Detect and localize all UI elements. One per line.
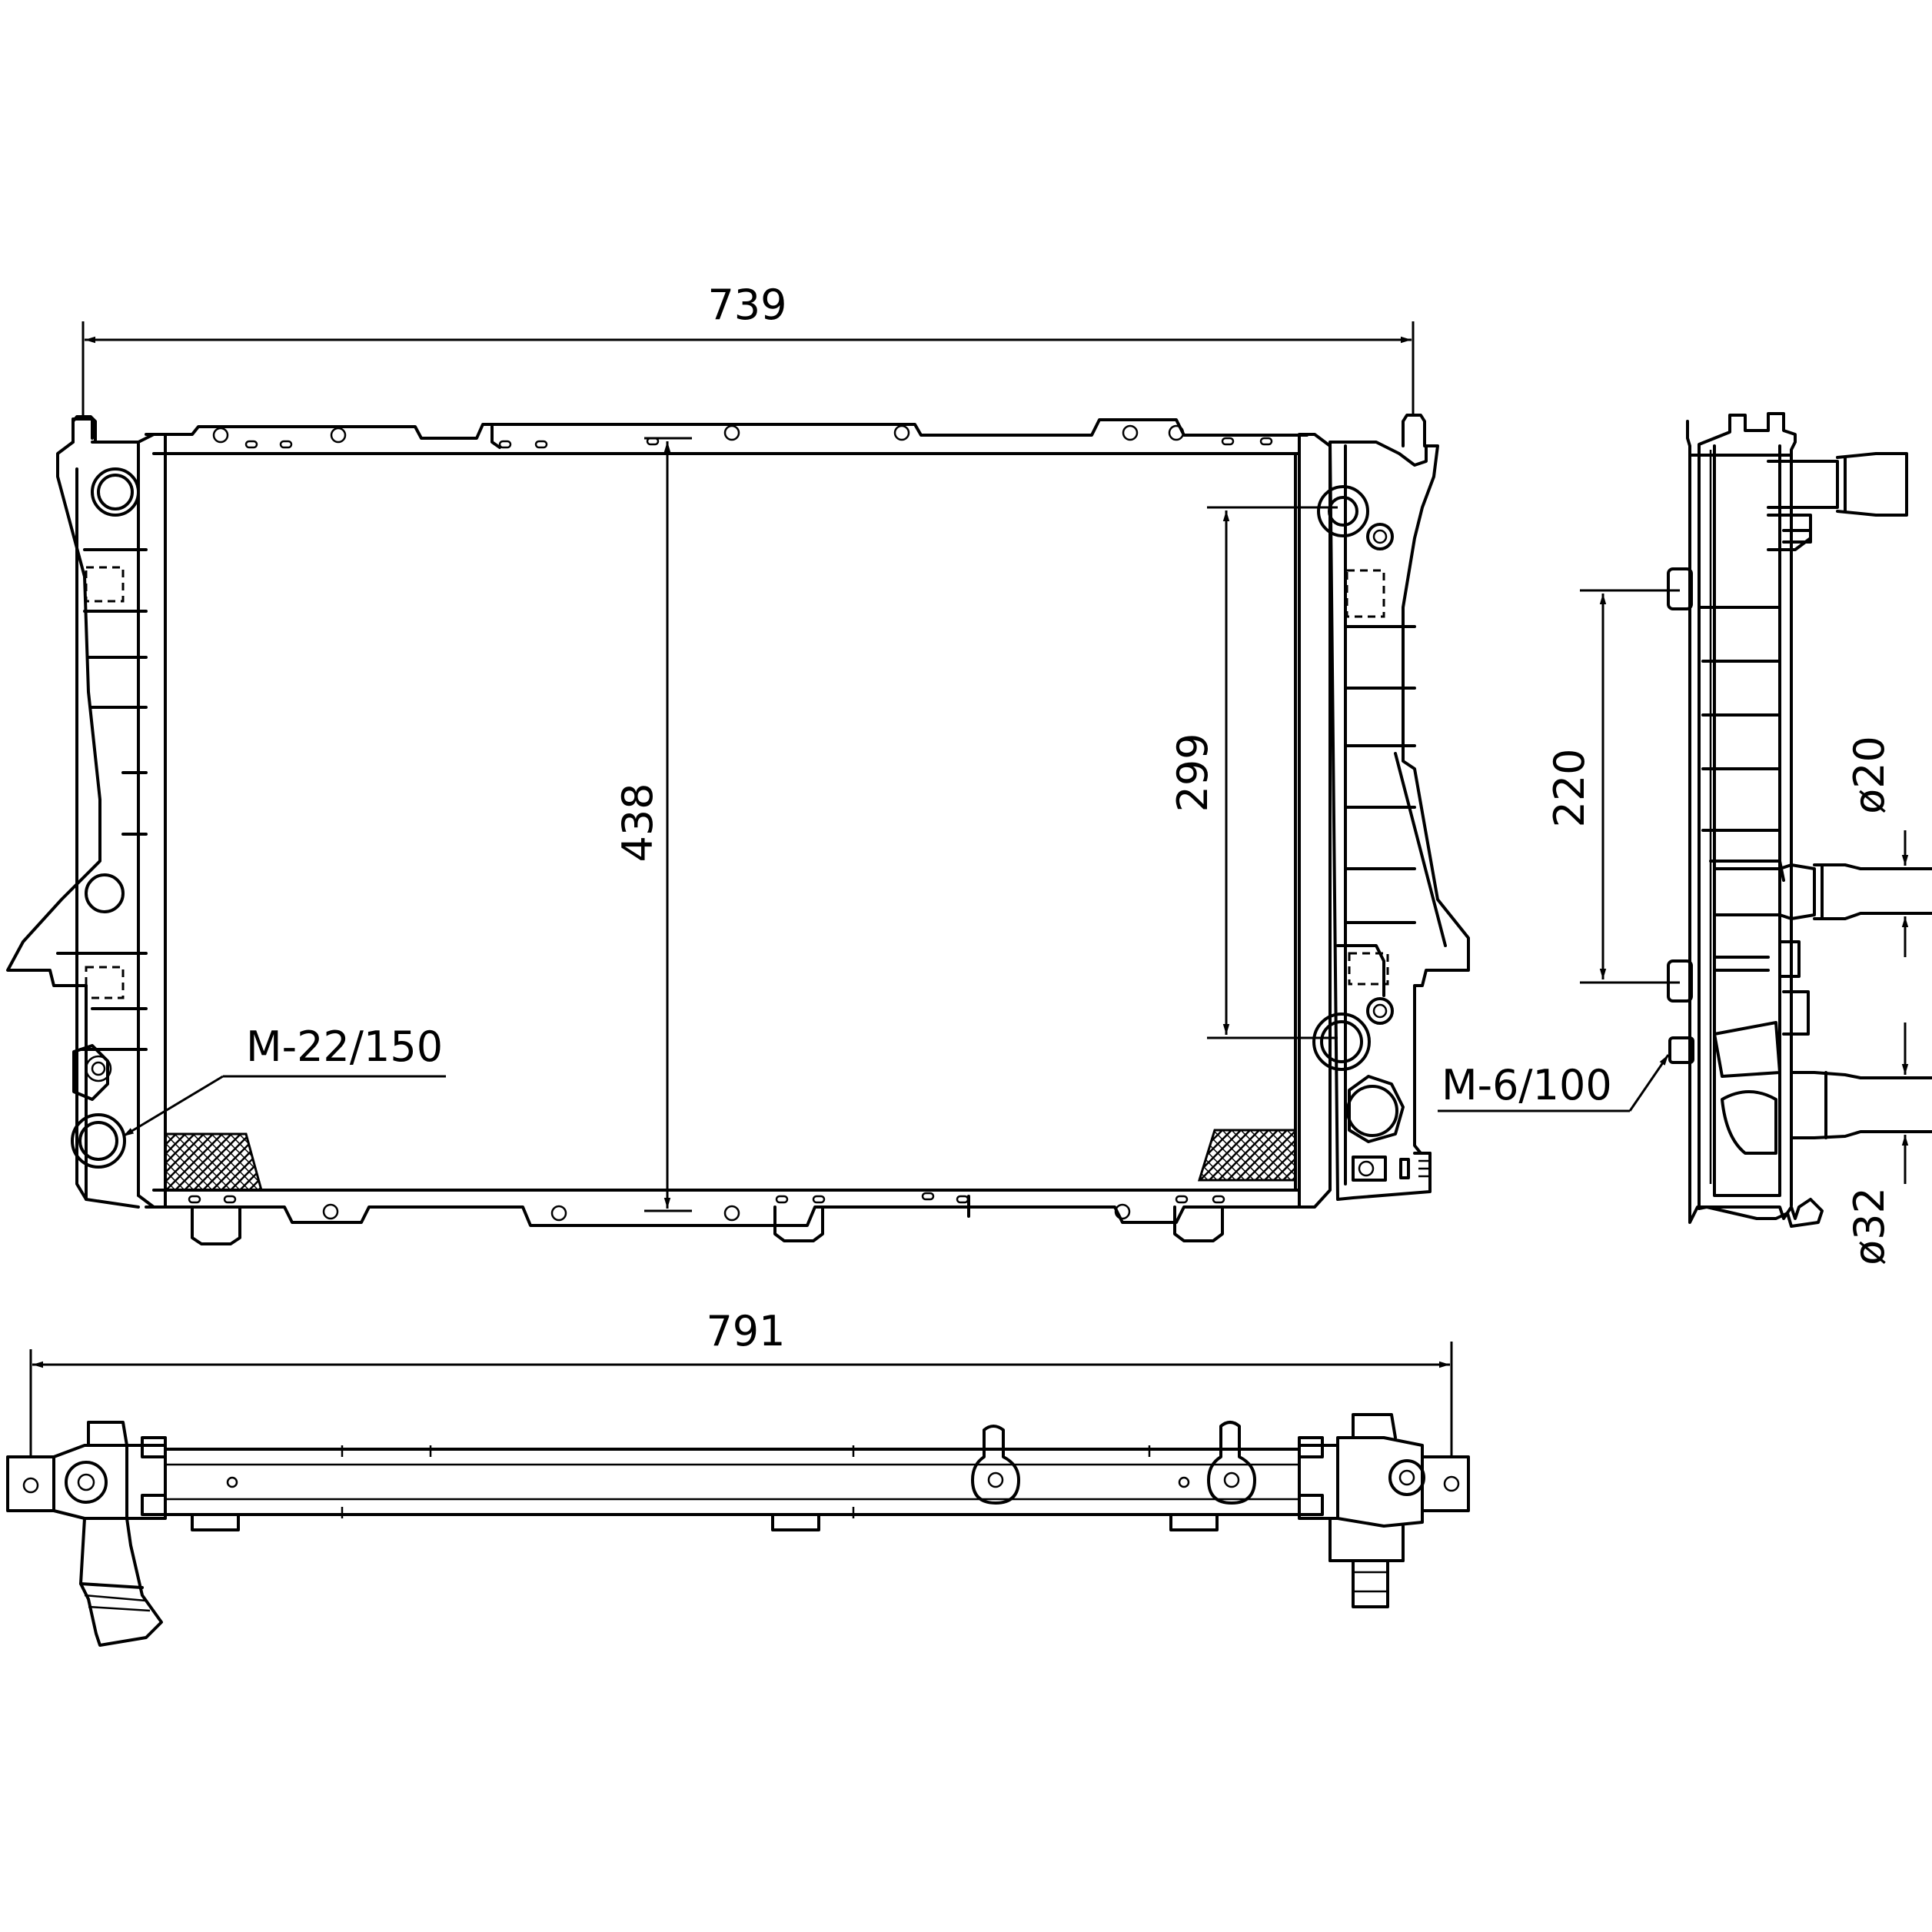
top-view-tabs <box>191 1513 1219 1531</box>
left-side-tank <box>6 417 167 1209</box>
dimension-791: 791 <box>29 1307 1453 1457</box>
callout-drain-plug: M-22/150 <box>122 1023 446 1138</box>
side-filler-neck <box>1767 460 1839 509</box>
side-upper-boss <box>1667 567 1693 610</box>
dimension-438-label: 438 <box>614 783 662 862</box>
top-view-ticks <box>226 1445 1190 1518</box>
callout-sensor-port-label: M-6/100 <box>1442 1061 1612 1109</box>
dimension-299: 299 <box>1169 506 1338 1039</box>
dimension-dia32: ø32 <box>1845 1023 1909 1265</box>
top-view-right-end <box>1298 1413 1470 1608</box>
right-side-tank <box>1298 433 1470 1209</box>
fin-patch-left <box>164 1132 263 1192</box>
side-pipe-upper <box>1713 863 1816 920</box>
bottom-rail-mount-holes <box>188 1192 1225 1222</box>
side-view: 220 ø20 ø32 M-6/100 <box>1438 412 1932 1265</box>
dimension-438: 438 <box>614 437 692 1212</box>
top-view-left-end <box>6 1421 167 1647</box>
callout-drain-plug-label: M-22/150 <box>246 1023 443 1071</box>
dimension-dia32-label: ø32 <box>1845 1187 1894 1265</box>
callout-sensor-port: M-6/100 <box>1438 1054 1670 1112</box>
top-frame-rail <box>145 418 1309 440</box>
side-pipe-lower <box>1790 1071 1932 1079</box>
top-rail-mount-holes <box>212 424 1273 449</box>
dimension-dia20-label: ø20 <box>1845 736 1894 814</box>
top-right-peg <box>1402 414 1426 447</box>
side-tank-outline <box>1686 412 1824 1228</box>
dimension-220-label: 220 <box>1545 748 1594 827</box>
side-sensor-boss <box>1668 1036 1694 1064</box>
dimension-220: 220 <box>1545 589 1680 984</box>
bottom-frame-rail <box>145 1205 1309 1227</box>
dimension-791-label: 791 <box>706 1307 785 1355</box>
side-lower-boss <box>1667 959 1693 1003</box>
top-view-keyhole-brackets <box>971 1421 1256 1505</box>
dimension-739-label: 739 <box>707 281 786 329</box>
front-view: 739 438 299 M-22/150 <box>6 281 1470 1245</box>
dimension-299-label: 299 <box>1169 733 1217 812</box>
dimension-dia20: ø20 <box>1845 736 1909 957</box>
top-view-bar <box>164 1448 1301 1516</box>
dimension-739: 739 <box>81 281 1415 419</box>
bottom-mount-feet <box>191 1205 1224 1245</box>
fin-patch-right <box>1197 1129 1297 1182</box>
top-view: 791 <box>6 1307 1470 1647</box>
radiator-core <box>164 452 1297 1192</box>
